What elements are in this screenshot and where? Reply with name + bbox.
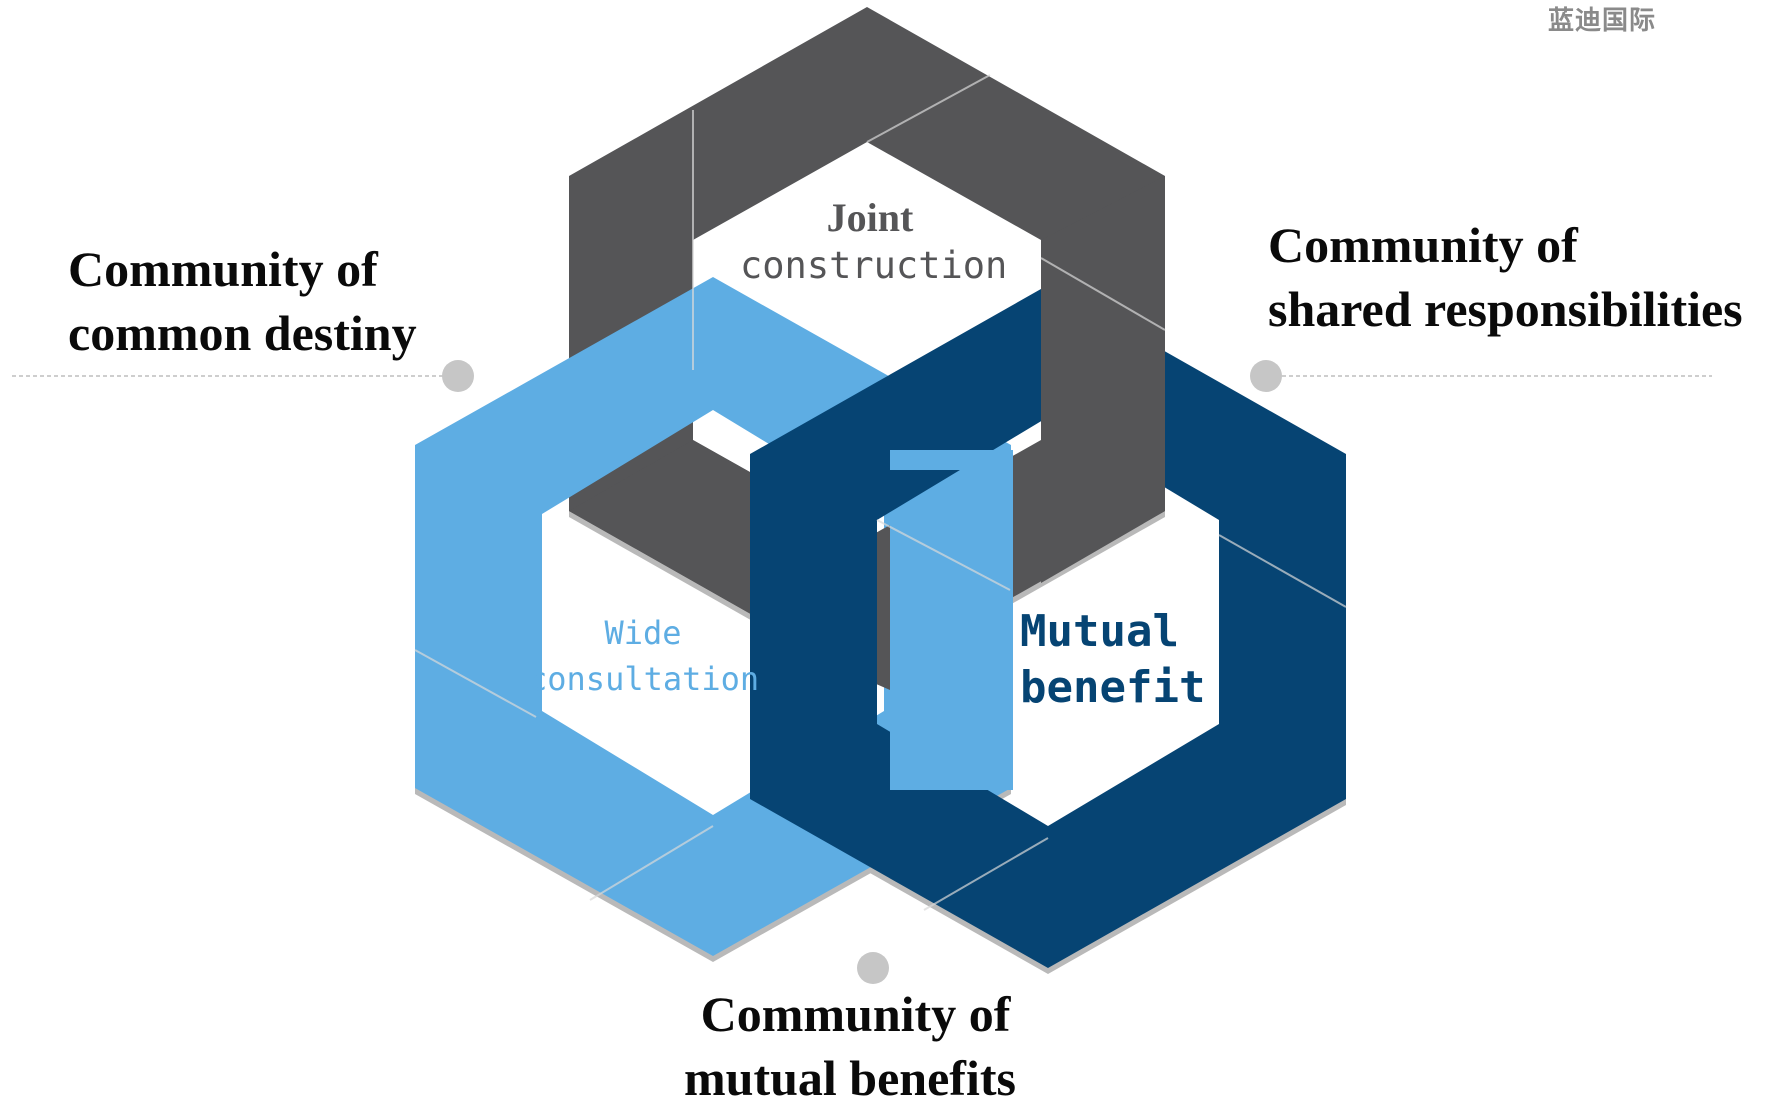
label-common-destiny-line1: Community of <box>68 241 378 297</box>
seam-lines <box>414 74 1347 911</box>
brand-logo-text: 蓝迪国际 <box>1548 6 1657 36</box>
ring-label-mutual-line2: benefit <box>1020 662 1206 713</box>
label-shared-responsibilities: Community of shared responsibilities <box>1268 213 1743 341</box>
marker-dot-left <box>442 360 474 392</box>
label-mutual-benefits-line2: mutual benefits <box>684 1050 1016 1106</box>
label-common-destiny-line2: common destiny <box>68 305 417 361</box>
label-shared-responsibilities-line1: Community of <box>1268 217 1578 273</box>
label-mutual-benefits: Community of mutual benefits <box>684 982 1016 1110</box>
wide-ring-over-bar <box>890 520 1010 788</box>
ring-label-joint-line2: construction <box>740 244 1008 287</box>
ring-label-mutual: Mutual benefit <box>1020 604 1230 716</box>
ring-label-mutual-line1: Mutual <box>1020 606 1179 657</box>
ring-label-wide-line2: consultation <box>528 660 760 698</box>
label-common-destiny: Community of common destiny <box>68 237 417 365</box>
label-mutual-benefits-line1: Community of <box>700 986 1011 1042</box>
label-shared-responsibilities-line2: shared responsibilities <box>1268 281 1743 337</box>
ring-label-joint-line1: Joint <box>826 195 914 240</box>
joint-ring-over-right <box>1041 176 1165 583</box>
marker-dot-right <box>1250 360 1282 392</box>
ring-label-wide-line1: Wide <box>604 614 682 652</box>
ring-label-joint: Joint construction <box>740 194 1008 290</box>
marker-dot-bottom <box>857 952 889 984</box>
ring-label-wide: Wide consultation <box>528 610 760 702</box>
